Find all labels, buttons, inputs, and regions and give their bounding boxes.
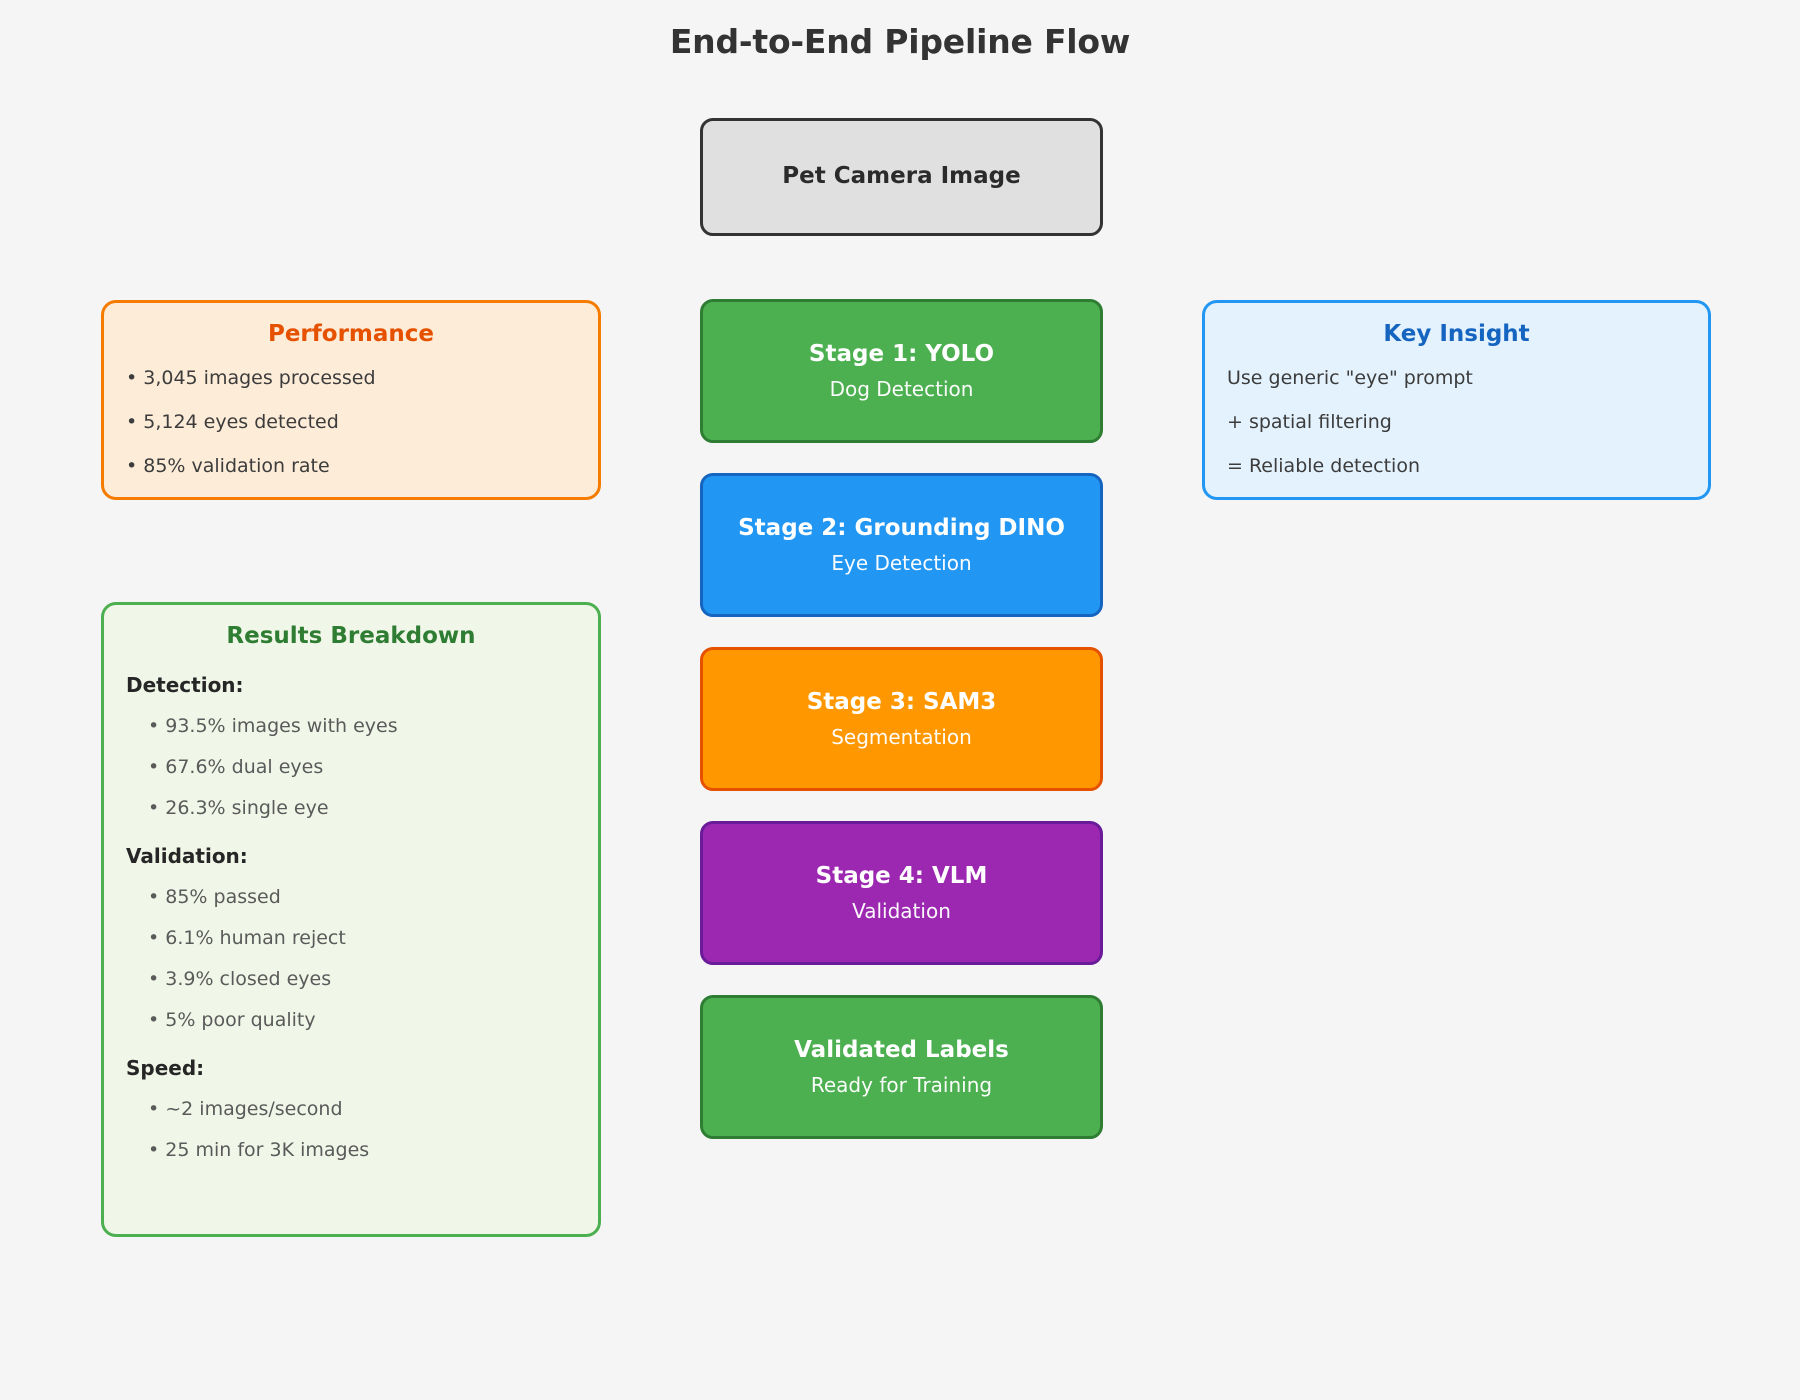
pipeline-flow-column: Pet Camera Image Stage 1: YOLO Dog Detec… [700,118,1103,1139]
results-group-item: • ~2 images/second [148,1098,343,1121]
flow-node-stage-1-yolo[interactable]: Stage 1: YOLO Dog Detection [700,299,1103,443]
key-insight-line: Use generic "eye" prompt [1227,367,1473,389]
flow-node-title: Pet Camera Image [782,163,1021,190]
results-group-item: • 26.3% single eye [148,796,329,819]
flow-node-subtitle: Eye Detection [831,551,972,576]
results-group-heading: Detection: [126,673,244,697]
results-group-item: • 5% poor quality [148,1008,316,1031]
results-group-item: • 25 min for 3K images [148,1139,370,1161]
flow-node-stage-2-grounding-dino[interactable]: Stage 2: Grounding DINO Eye Detection [700,473,1103,617]
flow-node-stage-4-vlm[interactable]: Stage 4: VLM Validation [700,821,1103,965]
results-group-validation: Validation: • 85% passed • 6.1% human re… [126,844,576,1032]
key-insight-panel-title: Key Insight [1383,321,1530,347]
flow-node-title: Stage 4: VLM [815,862,988,889]
key-insight-line: = Reliable detection [1227,454,1420,477]
key-insight-panel: Key Insight Use generic "eye" prompt + s… [1202,300,1711,500]
results-group-item: • 93.5% images with eyes [148,715,398,737]
flow-node-subtitle: Ready for Training [810,1073,993,1098]
flow-node-pet-camera-image[interactable]: Pet Camera Image [700,118,1103,236]
flow-node-subtitle: Dog Detection [829,377,974,402]
flow-node-title: Stage 3: SAM3 [806,688,997,715]
results-group-item: • 3.9% closed eyes [148,967,332,990]
results-group-item: • 67.6% dual eyes [148,755,324,778]
flow-node-validated-labels[interactable]: Validated Labels Ready for Training [700,995,1103,1139]
flow-node-stage-3-sam3[interactable]: Stage 3: SAM3 Segmentation [700,647,1103,791]
performance-line: • 5,124 eyes detected [126,410,339,433]
performance-line: • 3,045 images processed [126,367,376,389]
results-group-item: • 85% passed [148,886,281,909]
flow-node-subtitle: Validation [852,899,951,924]
results-breakdown-panel-title: Results Breakdown [226,623,476,649]
flow-node-title: Stage 2: Grounding DINO [738,514,1065,541]
results-group-heading: Speed: [126,1056,205,1081]
flow-node-subtitle: Segmentation [831,725,972,750]
performance-line: • 85% validation rate [126,454,330,477]
flow-node-title: Validated Labels [794,1036,1009,1063]
results-group-heading: Validation: [126,844,248,869]
flow-node-title: Stage 1: YOLO [808,340,995,367]
key-insight-line: + spatial filtering [1227,410,1392,433]
results-breakdown-panel: Results Breakdown Detection: • 93.5% ima… [101,602,601,1237]
page-title: End-to-End Pipeline Flow [669,22,1131,61]
performance-panel: Performance • 3,045 images processed • 5… [101,300,601,500]
results-group-detection: Detection: • 93.5% images with eyes • 67… [126,673,576,820]
performance-panel-title: Performance [267,321,435,347]
results-group-speed: Speed: • ~2 images/second • 25 min for 3… [126,1056,576,1163]
results-group-item: • 6.1% human reject [148,927,346,949]
